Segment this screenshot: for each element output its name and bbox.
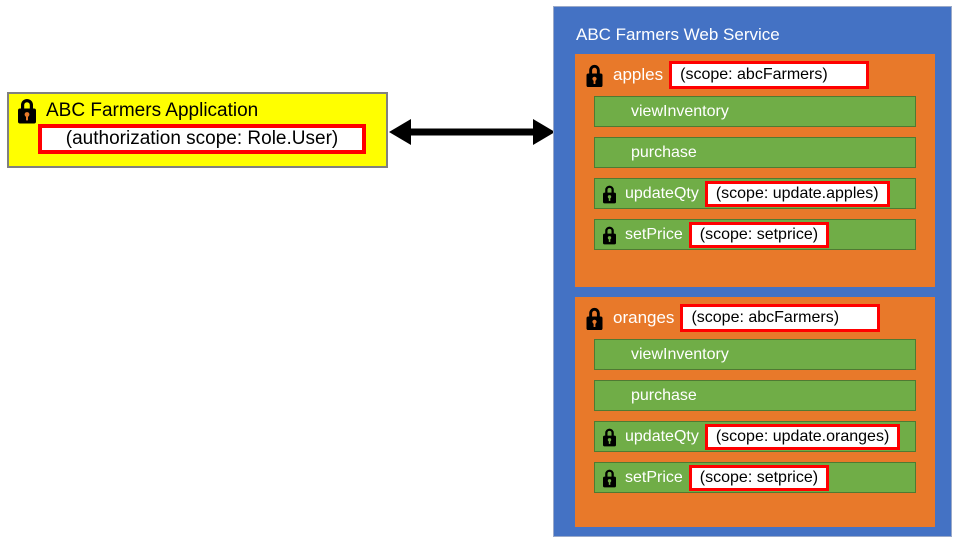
- operation-row[interactable]: updateQty (scope: update.oranges): [594, 421, 916, 452]
- operation-name: setPrice: [625, 225, 683, 243]
- operation-name: updateQty: [625, 427, 699, 445]
- operation-name: setPrice: [625, 468, 683, 486]
- client-authorization-scope-label: (authorization scope: Role.User): [65, 128, 339, 149]
- lock-icon: [15, 97, 39, 125]
- resource-header-apples: apples (scope: abcFarmers): [575, 54, 935, 96]
- client-authorization-scope-box: (authorization scope: Role.User): [38, 124, 366, 154]
- operation-row[interactable]: setPrice (scope: setprice): [594, 219, 916, 250]
- client-application-title: ABC Farmers Application: [46, 100, 259, 121]
- lock-icon: [584, 306, 605, 331]
- operation-row[interactable]: purchase: [594, 380, 916, 411]
- operation-name: viewInventory: [631, 345, 729, 363]
- resource-scope-tag-apples: (scope: abcFarmers): [669, 61, 870, 89]
- operation-scope-tag: (scope: update.oranges): [704, 423, 901, 450]
- operation-scope-label: (scope: setprice): [699, 468, 819, 486]
- client-application-title-row: ABC Farmers Application: [9, 94, 386, 128]
- lock-icon: [601, 427, 618, 447]
- operation-name: viewInventory: [631, 102, 729, 120]
- operation-row[interactable]: purchase: [594, 137, 916, 168]
- operation-scope-tag: (scope: update.apples): [704, 180, 890, 207]
- operation-row[interactable]: viewInventory: [594, 96, 916, 127]
- lock-icon: [584, 63, 605, 88]
- resource-scope-tag-oranges: (scope: abcFarmers): [680, 304, 881, 332]
- resource-name-apples: apples: [613, 65, 664, 84]
- operation-scope-label: (scope: update.oranges): [715, 427, 890, 445]
- resource-name-oranges: oranges: [613, 308, 675, 327]
- lock-icon: [601, 225, 618, 245]
- resource-scope-label: (scope: abcFarmers): [691, 309, 840, 326]
- web-service-panel: ABC Farmers Web Service apples (scope: a…: [553, 6, 952, 537]
- operation-row[interactable]: setPrice (scope: setprice): [594, 462, 916, 493]
- operation-scope-label: (scope: update.apples): [715, 184, 879, 202]
- operation-scope-tag: (scope: setprice): [688, 464, 830, 491]
- resource-group-oranges: oranges (scope: abcFarmers) viewInventor…: [575, 297, 935, 527]
- double-headed-arrow-icon: [389, 108, 555, 156]
- operation-name: purchase: [631, 143, 697, 161]
- resource-header-oranges: oranges (scope: abcFarmers): [575, 297, 935, 339]
- resource-scope-label: (scope: abcFarmers): [680, 66, 828, 83]
- lock-icon: [601, 184, 618, 204]
- operation-name: updateQty: [625, 184, 699, 202]
- operation-scope-tag: (scope: setprice): [688, 221, 830, 248]
- resource-group-apples: apples (scope: abcFarmers) viewInventory…: [575, 54, 935, 287]
- operation-scope-label: (scope: setprice): [699, 225, 819, 243]
- operation-name: purchase: [631, 386, 697, 404]
- lock-icon: [601, 468, 618, 488]
- operation-row[interactable]: viewInventory: [594, 339, 916, 370]
- operation-row[interactable]: updateQty (scope: update.apples): [594, 178, 916, 209]
- web-service-title: ABC Farmers Web Service: [576, 25, 780, 44]
